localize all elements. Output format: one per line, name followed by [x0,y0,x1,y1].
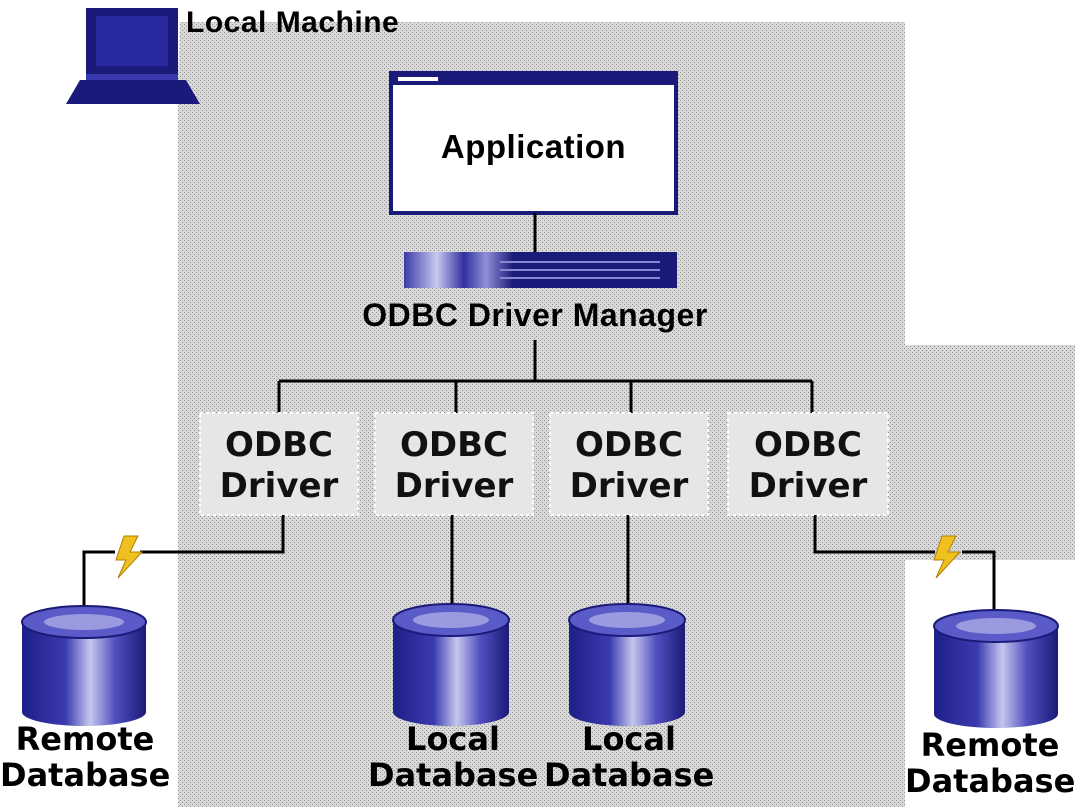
driver-line2: Driver [219,466,339,507]
db-line2: Database [368,755,539,794]
driver-line1: ODBC [225,425,333,465]
driver-manager-bar [404,252,677,288]
remote-database-left-label: Remote Database [0,720,171,794]
db-line2: Database [905,761,1075,800]
driver-line2: Driver [394,466,514,507]
db-line1: Remote [920,726,1060,764]
database-cylinder-icon [21,605,147,726]
db-line1: Local [406,720,500,758]
driver-line2: Driver [748,466,868,507]
lightning-icon [115,535,144,579]
db-line1: Remote [15,720,155,758]
local-machine-label: Local Machine [186,6,400,39]
remote-database-right-label: Remote Database [905,726,1075,800]
local-database-2-label: Local Database [544,720,715,794]
driver-line1: ODBC [575,425,683,465]
database-cylinder-icon [392,603,510,726]
odbc-driver-3: ODBC Driver [549,425,709,508]
db-line2: Database [544,755,715,794]
driver-line2: Driver [569,466,689,507]
local-database-1-label: Local Database [368,720,539,794]
driver-line1: ODBC [400,425,508,465]
odbc-driver-2: ODBC Driver [374,425,534,508]
connector-lines [82,213,996,618]
database-cylinder-icon [933,609,1059,728]
db-line1: Local [582,720,676,758]
lightning-icon [933,535,962,579]
laptop-icon [66,8,200,104]
driver-boxes [199,412,889,516]
driver-manager-label: ODBC Driver Manager [362,297,708,333]
database-cylinder-icon [568,603,686,726]
application-label: Application [440,128,627,165]
db-line2: Database [0,755,171,794]
odbc-driver-1: ODBC Driver [199,425,359,508]
driver-line1: ODBC [754,425,862,465]
odbc-driver-4: ODBC Driver [728,425,888,508]
